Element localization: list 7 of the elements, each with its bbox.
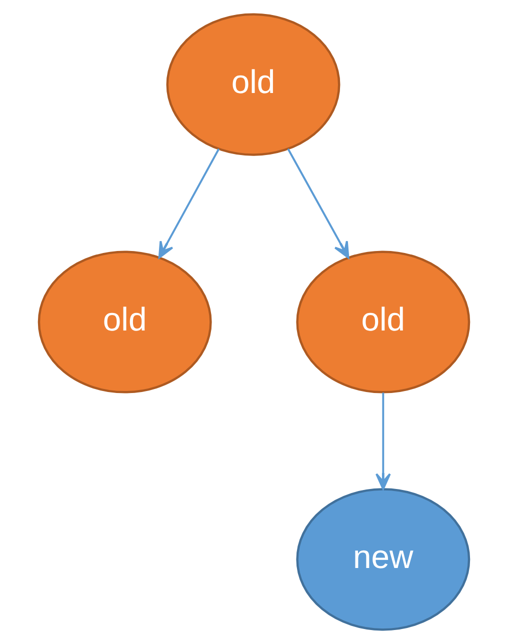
node-ellipse: old xyxy=(166,13,340,156)
arrow xyxy=(374,392,390,490)
node-ellipse: new xyxy=(296,488,470,631)
node-ellipse: old xyxy=(37,250,212,394)
arrow xyxy=(286,148,349,258)
node-ellipse: old xyxy=(296,250,470,394)
arrow xyxy=(158,148,220,258)
